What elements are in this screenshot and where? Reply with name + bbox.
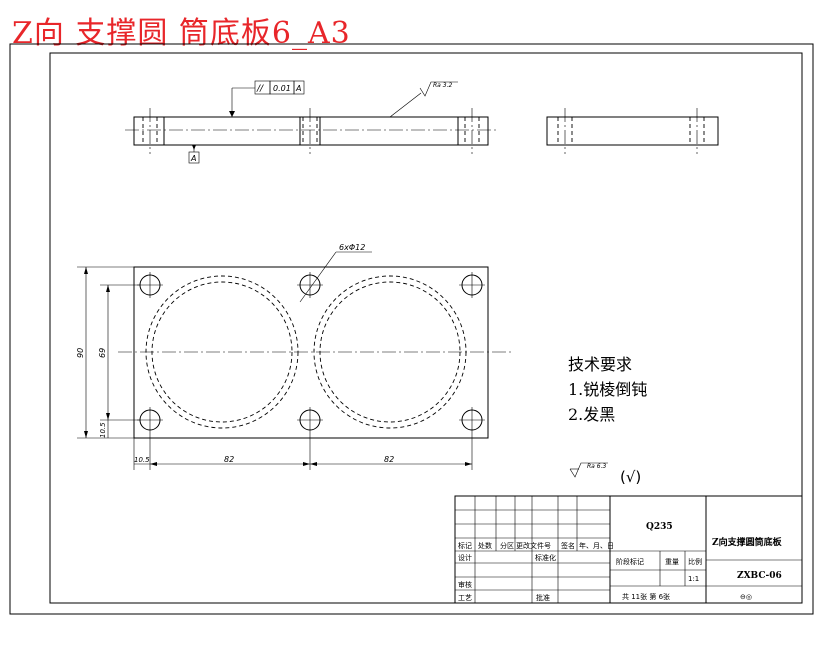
roughness-other: (√) [620,468,641,486]
roughness-top: Ra 3.2 [433,82,452,89]
tb-stage-label: 阶段标记 [616,557,644,566]
tb-weight-label: 重量 [665,558,679,566]
dim-overall-height: 90 [76,348,85,358]
tb-label-sign: 签名 [561,541,575,550]
tb-label-change: 更改文件号 [516,541,551,550]
tb-scale-label: 比例 [688,557,702,566]
tb-approve-label: 批准 [536,593,550,602]
tech-req-heading: 技术要求 [568,355,632,374]
general-roughness: Ra 6.3 (√) [569,462,641,486]
front-view: // 0.01 A A Ra 3.2 [125,80,497,164]
tb-part-name: Z向支撑圆筒底板 [712,536,783,548]
dim-hole-spacing-left: 82 [224,455,234,464]
dim-hole-spacing-vertical: 69 [98,348,107,358]
tb-drawing-number: ZXBC-06 [737,571,782,581]
tech-requirements: 技术要求 1.锐棱倒钝 2.发黑 [568,355,647,424]
top-view: 6xΦ12 90 69 10.5 10.5 82 82 [76,243,512,470]
dim-edge-offset-vertical: 10.5 [99,422,107,438]
tb-reviewer-label: 审核 [458,580,472,589]
tech-req-item-1: 1.锐棱倒钝 [568,380,647,399]
outer-frame [9,43,814,615]
parallelism-tolerance: 0.01 [273,84,291,93]
dim-hole-spacing-right: 82 [384,455,394,464]
tb-label-count: 处数 [478,541,492,550]
hole-callout: 6xΦ12 [339,243,365,252]
roughness-general: Ra 6.3 [587,463,606,470]
tb-projection-symbol: ⊖◎ [740,593,752,601]
title-block: 标记 处数 分区 更改文件号 签名 年、月、日 设计 标准化 审核 工艺 批准 … [454,495,803,604]
tb-label-date: 年、月、日 [579,541,614,550]
sheet-title: Z向 支撑圆 筒底板6_A3 [12,16,351,51]
tb-process-label: 工艺 [458,594,472,602]
tb-label-mark: 标记 [458,541,472,550]
parallelism-symbol: // [256,84,264,94]
inner-frame [49,52,803,604]
datum-label: A [190,154,196,163]
parallelism-datum: A [295,84,301,93]
tb-scale-value: 1:1 [688,575,699,583]
side-view [546,108,719,154]
tb-sheet-info: 共 11张 第 6张 [622,592,670,601]
tb-material: Q235 [646,522,673,532]
tb-designer-label: 设计 [458,553,472,562]
tech-req-item-2: 2.发黑 [568,405,615,424]
tb-label-zone: 分区 [500,541,514,550]
dim-edge-offset-horizontal: 10.5 [134,456,150,464]
tb-standardization-label: 标准化 [535,553,556,562]
